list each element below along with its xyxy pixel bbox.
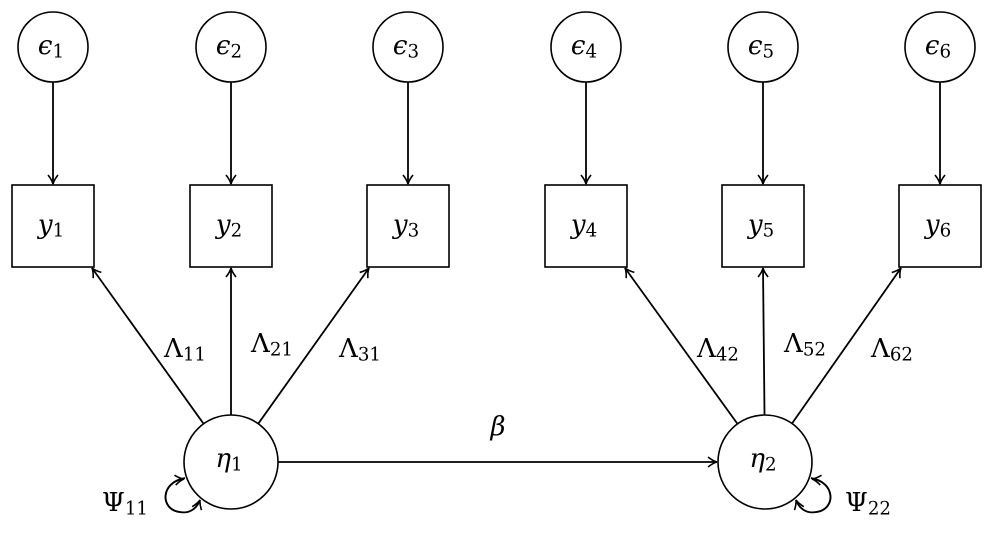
beta-label: β xyxy=(489,412,505,442)
observed-label-y3-subscript: 3 xyxy=(408,221,420,242)
loading-label-y3-subscript: 31 xyxy=(358,345,381,366)
variance-label-eta2-symbol: Ψ xyxy=(845,488,868,518)
variance-label-eta1: Ψ11 xyxy=(102,488,148,520)
error-label-e3: ϵ3 xyxy=(393,31,419,63)
loading-label-y4: Λ42 xyxy=(696,334,739,366)
error-node-e6 xyxy=(904,11,976,83)
loading-label-y6-subscript: 62 xyxy=(890,345,913,366)
observed-label-y3-symbol: y xyxy=(392,210,408,240)
latent-node-eta2 xyxy=(717,414,813,510)
error-label-e2-subscript: 2 xyxy=(230,42,242,63)
observed-label-y6-symbol: y xyxy=(924,210,940,240)
loading-label-y1-symbol: Λ xyxy=(163,334,184,364)
error-label-e1-symbol: ϵ xyxy=(38,31,53,61)
latent-label-eta1-subscript: 1 xyxy=(231,455,243,476)
observed-node-y1 xyxy=(11,184,95,268)
observed-label-y2: y2 xyxy=(215,210,242,242)
observed-label-y1-subscript: 1 xyxy=(53,221,65,242)
latent-label-eta2-subscript: 2 xyxy=(765,455,777,476)
loading-label-y1-subscript: 11 xyxy=(183,345,206,366)
observed-node-y4 xyxy=(544,184,628,268)
error-label-e3-subscript: 3 xyxy=(407,42,419,63)
observed-label-y4: y4 xyxy=(570,210,597,242)
variance-label-eta1-subscript: 11 xyxy=(125,499,148,520)
variance-label-eta2: Ψ22 xyxy=(845,488,891,520)
loading-label-y2: Λ21 xyxy=(250,329,293,361)
loading-label-y5-symbol: Λ xyxy=(783,329,804,359)
observed-label-y2-subscript: 2 xyxy=(231,221,243,242)
error-label-e6-symbol: ϵ xyxy=(925,31,940,61)
observed-label-y1-symbol: y xyxy=(37,210,53,240)
variance-label-eta2-subscript: 22 xyxy=(868,499,891,520)
observed-label-y2-symbol: y xyxy=(215,210,231,240)
error-label-e1: ϵ1 xyxy=(38,31,64,63)
loading-arrow-y3 xyxy=(257,267,370,425)
latent-label-eta2-symbol: η xyxy=(749,444,765,474)
loading-arrow-y1 xyxy=(91,267,205,425)
error-node-e3 xyxy=(372,11,444,83)
loading-arrow-y4 xyxy=(624,267,739,425)
variance-loop-eta1-head xyxy=(164,474,185,513)
error-label-e2-symbol: ϵ xyxy=(216,31,231,61)
error-label-e5-subscript: 5 xyxy=(762,42,774,63)
latent-label-eta2: η2 xyxy=(749,444,776,476)
latent-label-eta1: η1 xyxy=(215,444,242,476)
loading-label-y2-symbol: Λ xyxy=(250,329,271,359)
variance-loop-eta2-head xyxy=(811,474,832,513)
variance-label-eta1-symbol: Ψ xyxy=(102,488,125,518)
loading-label-y4-symbol: Λ xyxy=(696,334,717,364)
latent-node-eta1 xyxy=(183,414,279,510)
error-label-e2: ϵ2 xyxy=(216,31,242,63)
loading-label-y3: Λ31 xyxy=(338,334,381,366)
error-label-e6: ϵ6 xyxy=(925,31,951,63)
error-label-e1-subscript: 1 xyxy=(52,42,64,63)
error-label-e4: ϵ4 xyxy=(571,31,597,63)
observed-label-y6-subscript: 6 xyxy=(940,221,952,242)
loading-label-y6-symbol: Λ xyxy=(870,334,891,364)
observed-node-y3 xyxy=(366,184,450,268)
observed-label-y4-symbol: y xyxy=(570,210,586,240)
error-label-e4-subscript: 4 xyxy=(585,42,597,63)
error-label-e5: ϵ5 xyxy=(748,31,774,63)
error-node-e4 xyxy=(550,11,622,83)
error-label-e3-symbol: ϵ xyxy=(393,31,408,61)
loading-label-y1: Λ11 xyxy=(163,334,206,366)
loading-label-y5-subscript: 52 xyxy=(803,340,826,361)
observed-label-y4-subscript: 4 xyxy=(586,221,598,242)
loading-label-y6: Λ62 xyxy=(870,334,913,366)
observed-node-y2 xyxy=(189,184,273,268)
loading-arrow-y5 xyxy=(757,267,769,416)
latent-label-eta1-symbol: η xyxy=(215,444,231,474)
error-label-e6-subscript: 6 xyxy=(939,42,951,63)
error-label-e4-symbol: ϵ xyxy=(571,31,586,61)
observed-label-y6: y6 xyxy=(924,210,951,242)
loading-label-y4-subscript: 42 xyxy=(716,345,739,366)
observed-label-y3: y3 xyxy=(392,210,419,242)
loading-label-y2-subscript: 21 xyxy=(270,340,293,361)
beta-label-symbol: β xyxy=(489,412,505,442)
observed-label-y5-subscript: 5 xyxy=(763,221,775,242)
observed-label-y5: y5 xyxy=(747,210,774,242)
observed-node-y6 xyxy=(898,184,982,268)
loading-arrow-y6 xyxy=(791,267,902,425)
error-node-e1 xyxy=(17,11,89,83)
observed-label-y1: y1 xyxy=(37,210,64,242)
error-node-e2 xyxy=(195,11,267,83)
error-node-e5 xyxy=(727,11,799,83)
error-label-e5-symbol: ϵ xyxy=(748,31,763,61)
observed-label-y5-symbol: y xyxy=(747,210,763,240)
loading-label-y5: Λ52 xyxy=(783,329,826,361)
observed-node-y5 xyxy=(721,184,805,268)
loading-label-y3-symbol: Λ xyxy=(338,334,359,364)
